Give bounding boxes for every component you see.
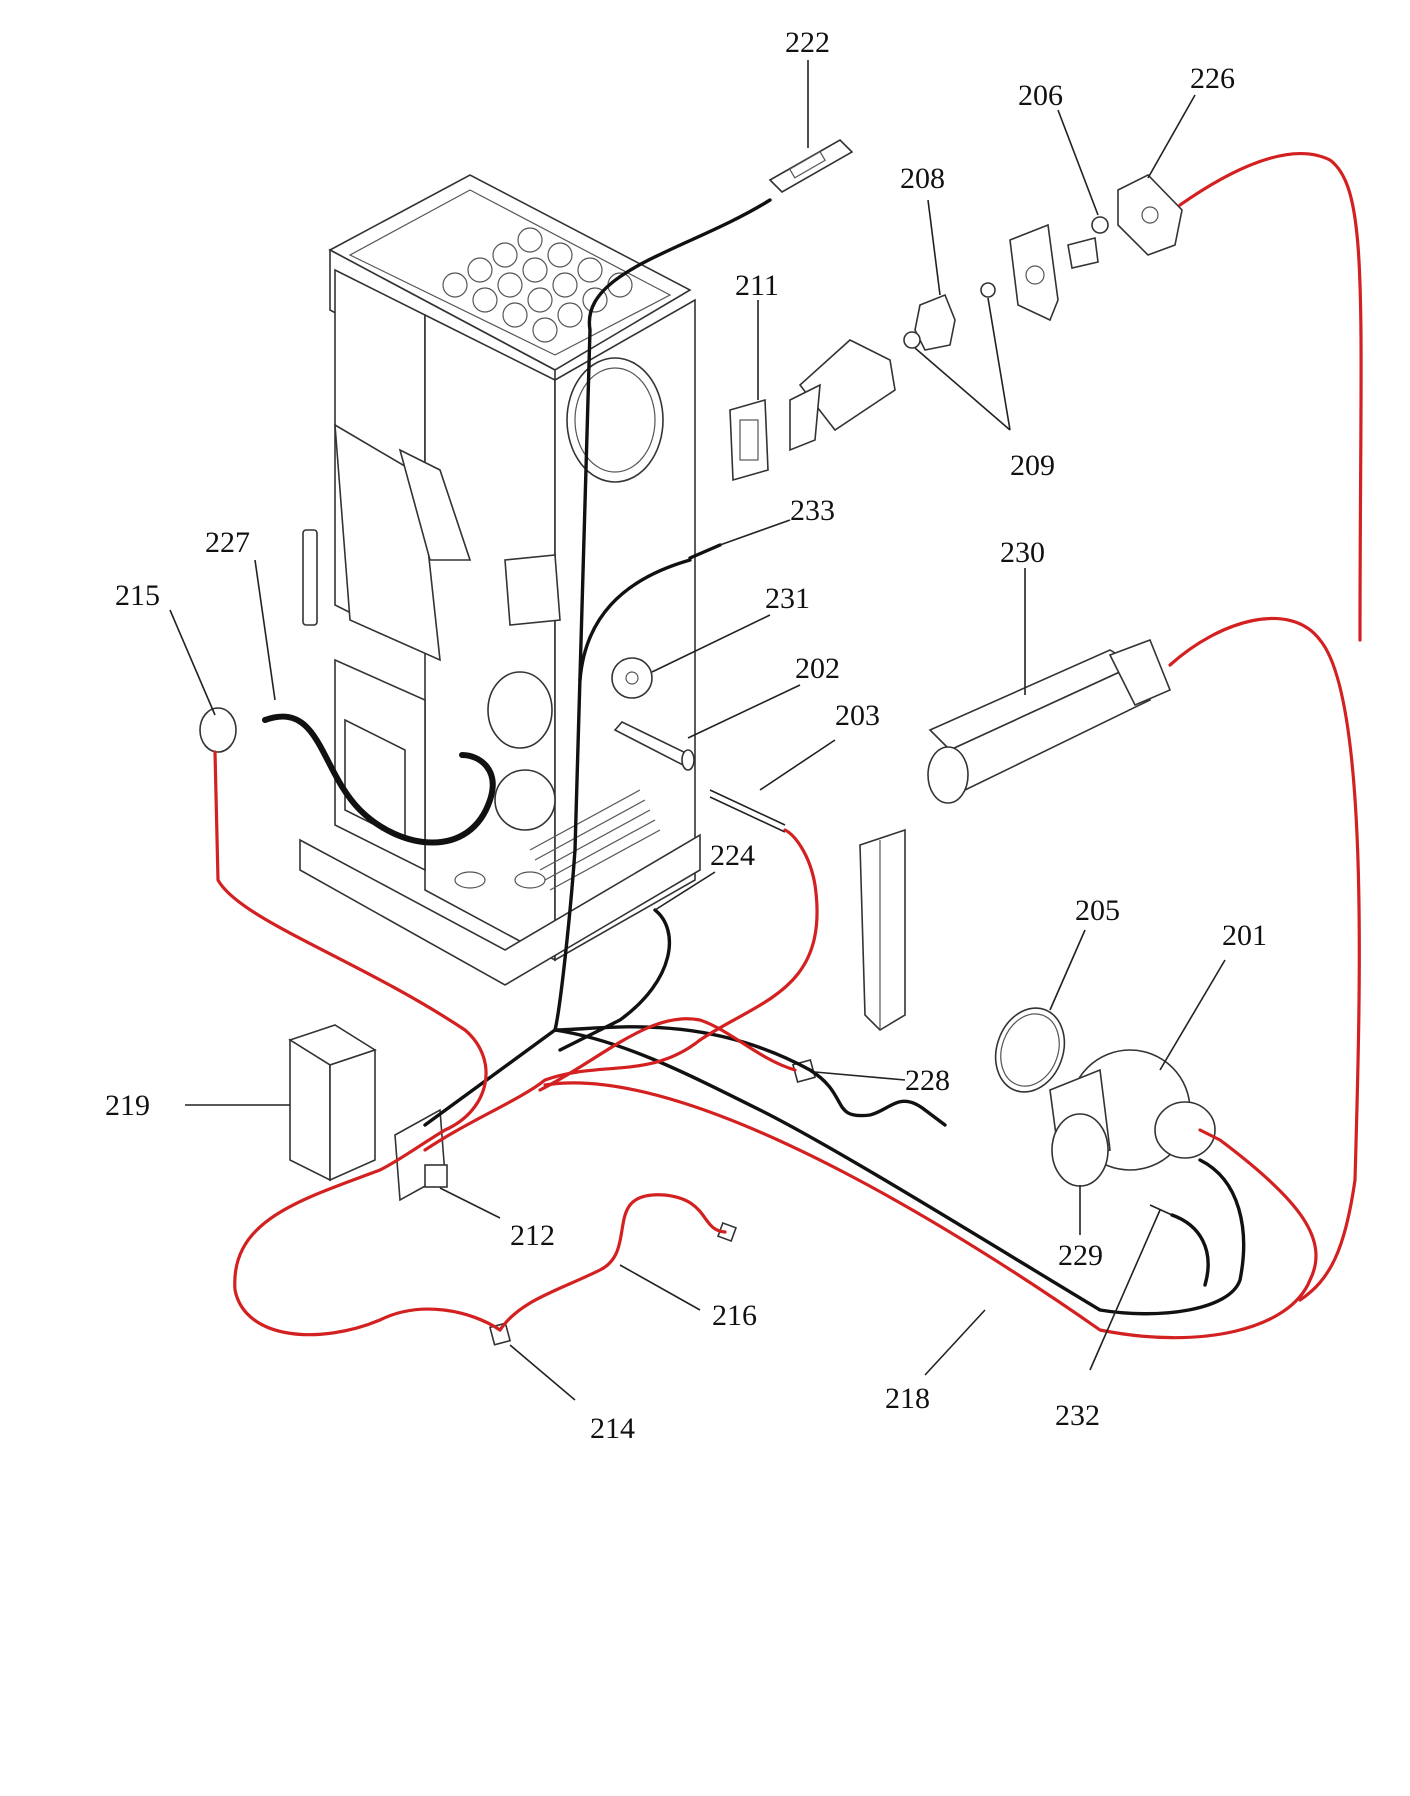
part-230-blower xyxy=(927,638,1172,804)
callout-222: 222 xyxy=(785,26,830,59)
part-215-switch xyxy=(199,707,237,753)
leader-218 xyxy=(924,1309,986,1376)
callout-224: 224 xyxy=(710,839,755,872)
leader-206 xyxy=(1057,109,1099,216)
part-212-board xyxy=(394,1108,448,1202)
callout-203: 203 xyxy=(835,699,880,732)
callout-230: 230 xyxy=(1000,536,1045,569)
leader-212 xyxy=(439,1187,501,1219)
part-auger-channel xyxy=(789,339,896,452)
callout-212: 212 xyxy=(510,1219,555,1252)
leader-215 xyxy=(169,609,216,716)
callout-216: 216 xyxy=(712,1299,757,1332)
callout-232: 232 xyxy=(1055,1399,1100,1432)
part-plate-block xyxy=(1009,223,1099,322)
part-231-disc xyxy=(611,657,653,699)
leader-227 xyxy=(254,559,276,701)
part-219-bracket xyxy=(288,1024,377,1182)
callout-227: 227 xyxy=(205,526,250,559)
part-229-cylinder xyxy=(1051,1113,1109,1187)
part-222-display xyxy=(768,139,854,193)
leader-209b xyxy=(987,297,1011,431)
leader-201 xyxy=(1159,959,1226,1071)
black-harness xyxy=(262,198,1246,1316)
leader-233 xyxy=(719,519,791,546)
callout-201: 201 xyxy=(1222,919,1267,952)
callout-206: 206 xyxy=(1018,79,1063,112)
callout-209: 209 xyxy=(1010,449,1055,482)
part-208-auger-wheel xyxy=(903,282,996,351)
red-harness xyxy=(213,151,1363,1340)
callout-211: 211 xyxy=(735,269,779,302)
callout-214: 214 xyxy=(590,1412,635,1445)
leader-214 xyxy=(509,1344,576,1401)
callout-215: 215 xyxy=(115,579,160,612)
leader-226 xyxy=(1147,94,1196,179)
part-226-gearmotor xyxy=(1117,174,1183,256)
leader-lines xyxy=(169,60,1226,1401)
callout-233: 233 xyxy=(790,494,835,527)
callout-labels: 222 206 226 208 211 209 233 230 227 215 … xyxy=(105,26,1267,1445)
part-233-sensor xyxy=(688,543,722,560)
part-206-bushing xyxy=(1091,216,1109,234)
leader-228 xyxy=(814,1071,906,1081)
callout-202: 202 xyxy=(795,652,840,685)
leader-224 xyxy=(654,871,716,911)
stove-body xyxy=(299,174,701,986)
callout-218: 218 xyxy=(885,1382,930,1415)
part-202-tube xyxy=(613,721,695,771)
callout-231: 231 xyxy=(765,582,810,615)
callout-205: 205 xyxy=(1075,894,1120,927)
leader-232 xyxy=(1089,1209,1161,1371)
leader-231 xyxy=(651,614,771,673)
leader-205 xyxy=(1049,929,1086,1011)
callout-219: 219 xyxy=(105,1089,150,1122)
part-203-rod xyxy=(709,789,786,833)
leader-202 xyxy=(687,684,801,739)
callout-229: 229 xyxy=(1058,1239,1103,1272)
callout-228: 228 xyxy=(905,1064,950,1097)
leader-209a xyxy=(914,347,1011,431)
leader-203 xyxy=(759,739,836,791)
part-211-plate xyxy=(729,398,769,482)
callout-226: 226 xyxy=(1190,62,1235,95)
callout-208: 208 xyxy=(900,162,945,195)
part-bracket-vertical xyxy=(859,828,906,1032)
leader-216 xyxy=(619,1264,701,1311)
part-205-gasket xyxy=(994,1007,1066,1093)
part-232-probe xyxy=(1149,1204,1173,1216)
leader-208 xyxy=(927,199,941,296)
